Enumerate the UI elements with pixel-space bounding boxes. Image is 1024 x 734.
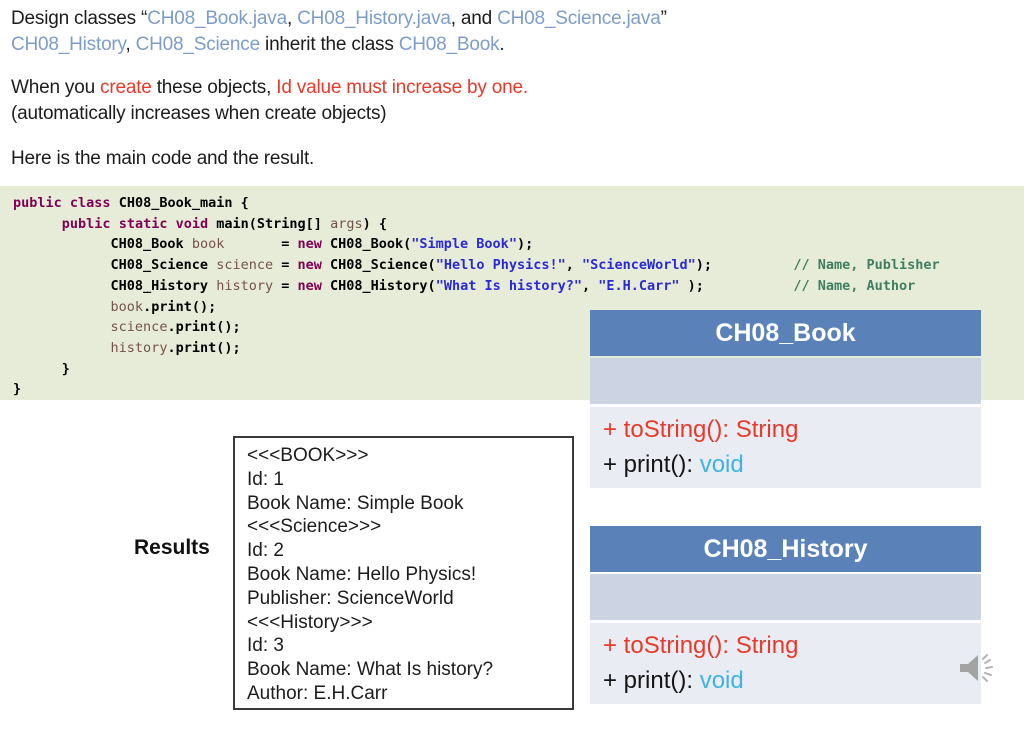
- uml-attributes-section-book: [590, 358, 981, 404]
- intro-text-line: Design classes “CH08_Book.java, CH08_His…: [11, 8, 667, 29]
- uml-method-line: + print(): void: [603, 451, 744, 478]
- console-output-line: Author: E.H.Carr: [247, 682, 388, 704]
- console-output-line: Id: 2: [247, 540, 284, 562]
- uml-method-line: + print(): void: [603, 667, 744, 694]
- uml-methods-section-book: + toString(): String + print(): void: [590, 407, 981, 488]
- uml-method-line: + toString(): String: [603, 632, 799, 659]
- uml-method-line: + toString(): String: [603, 416, 799, 443]
- code-line: CH08_Science science = new CH08_Science(…: [13, 257, 940, 274]
- console-output-line: Id: 1: [247, 468, 284, 490]
- uml-methods-section-history: + toString(): String + print(): void: [590, 623, 981, 704]
- code-line: public static void main(String[] args) {: [61, 215, 387, 232]
- uml-class-box-history: CH08_History + toString(): String + print…: [590, 526, 981, 704]
- uml-class-title-history: CH08_History: [590, 526, 981, 572]
- console-output-line: Book Name: Hello Physics!: [247, 563, 477, 585]
- intro-text-line: When you create these objects, Id value …: [11, 77, 528, 98]
- intro-text-line: CH08_History, CH08_Science inherit the c…: [11, 34, 505, 55]
- console-output-line: Id: 3: [247, 635, 284, 657]
- code-line: }: [13, 360, 70, 377]
- code-line: science.print();: [110, 319, 241, 336]
- intro-paragraph-here: Here is the main code and the result.: [11, 146, 314, 172]
- code-line: CH08_History history = new CH08_History(…: [13, 277, 916, 294]
- uml-class-box-book: CH08_Book + toString(): String + print():…: [590, 310, 981, 488]
- code-line: public class CH08_Book_main {: [13, 195, 249, 211]
- intro-paragraph-design: Design classes “CH08_Book.java, CH08_His…: [11, 6, 667, 58]
- code-block: public class CH08_Book_main { public sta…: [0, 186, 1024, 400]
- results-label: Results: [134, 536, 210, 559]
- intro-text-line: (automatically increases when create obj…: [11, 103, 387, 124]
- code-line: book.print();: [110, 298, 217, 315]
- code-line: CH08_Book book = new CH08_Book("Simple B…: [13, 236, 534, 253]
- console-output-line: <<<BOOK>>>: [247, 445, 369, 466]
- speaker-icon[interactable]: [956, 650, 998, 690]
- uml-attributes-section-history: [590, 574, 981, 620]
- console-output-line: Book Name: What Is history?: [247, 659, 494, 681]
- console-output-line: Book Name: Simple Book: [247, 492, 464, 514]
- uml-class-title-book: CH08_Book: [590, 310, 981, 356]
- intro-text-line: Here is the main code and the result.: [11, 148, 315, 169]
- code-line: history.print();: [110, 339, 241, 356]
- intro-paragraph-create: When you create these objects, Id value …: [11, 75, 528, 127]
- code-line: }: [13, 381, 22, 398]
- console-output-line: Publisher: ScienceWorld: [247, 587, 454, 609]
- console-output-line: <<<History>>>: [247, 611, 373, 633]
- console-output-line: <<<Science>>>: [247, 516, 382, 538]
